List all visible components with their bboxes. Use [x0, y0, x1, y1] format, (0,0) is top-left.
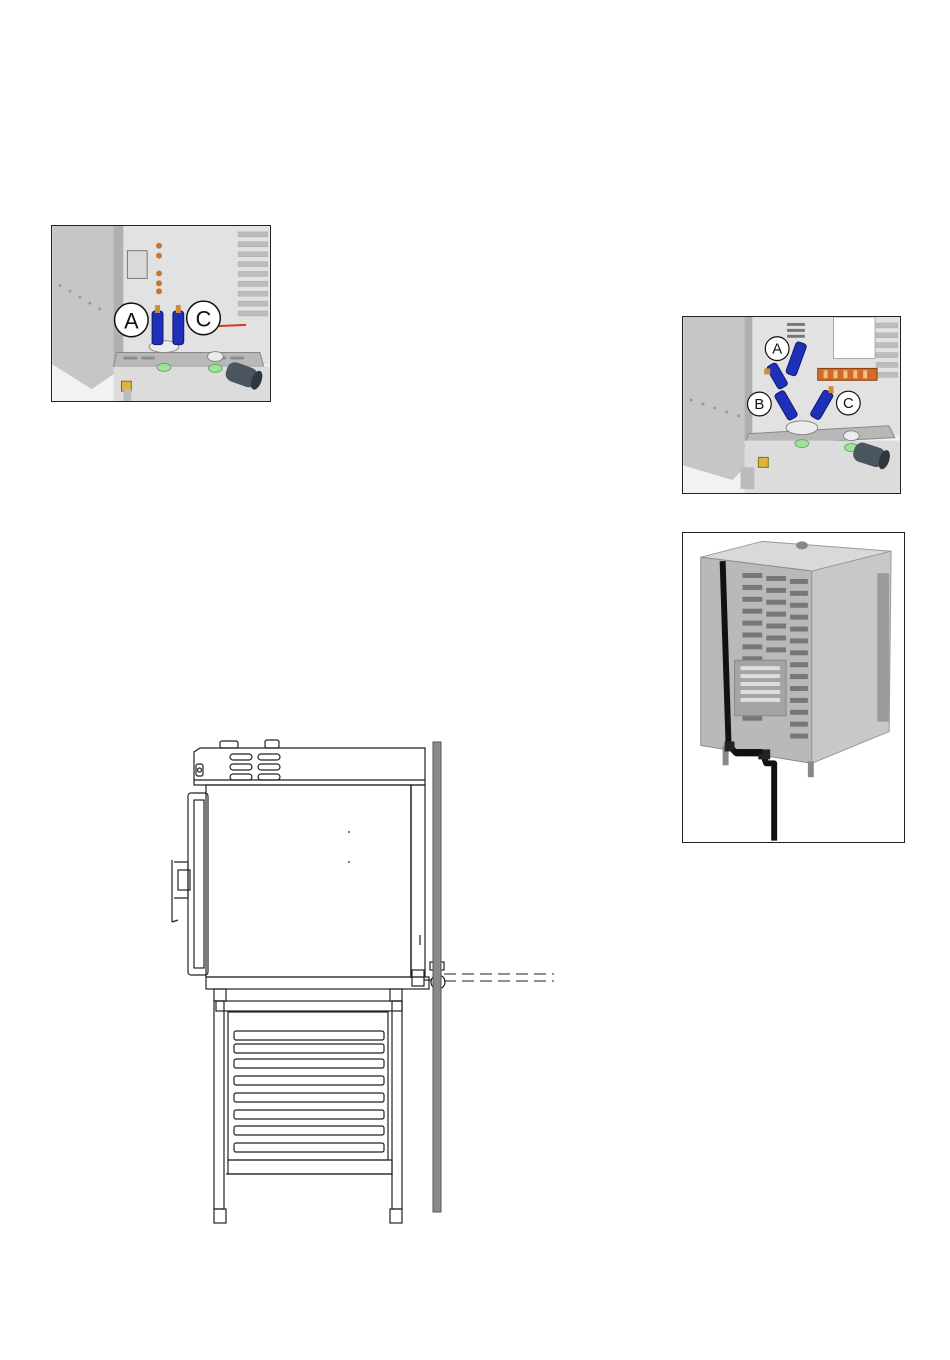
photo-drain-pipe: [682, 532, 905, 843]
callout-b-label: B: [754, 397, 764, 413]
photo-water-connections-ac: A C: [51, 225, 271, 402]
photo-water-connections-ac-illustration: A C: [52, 226, 270, 401]
photo-water-connections-abc-illustration: A B C: [683, 317, 900, 493]
wall: [433, 742, 441, 1212]
oven-body: [172, 740, 445, 989]
callout-a-label: A: [772, 342, 782, 358]
side-view-drawing: [150, 730, 570, 1240]
callout-a-label: A: [124, 308, 139, 333]
callout-c-label: C: [196, 306, 212, 331]
oven-stand: [214, 989, 402, 1223]
photo-drain-pipe-illustration: [683, 533, 904, 842]
callout-c-label: C: [843, 396, 854, 412]
photo-water-connections-abc: A B C: [682, 316, 901, 494]
drain-line-dashed: [444, 974, 554, 981]
